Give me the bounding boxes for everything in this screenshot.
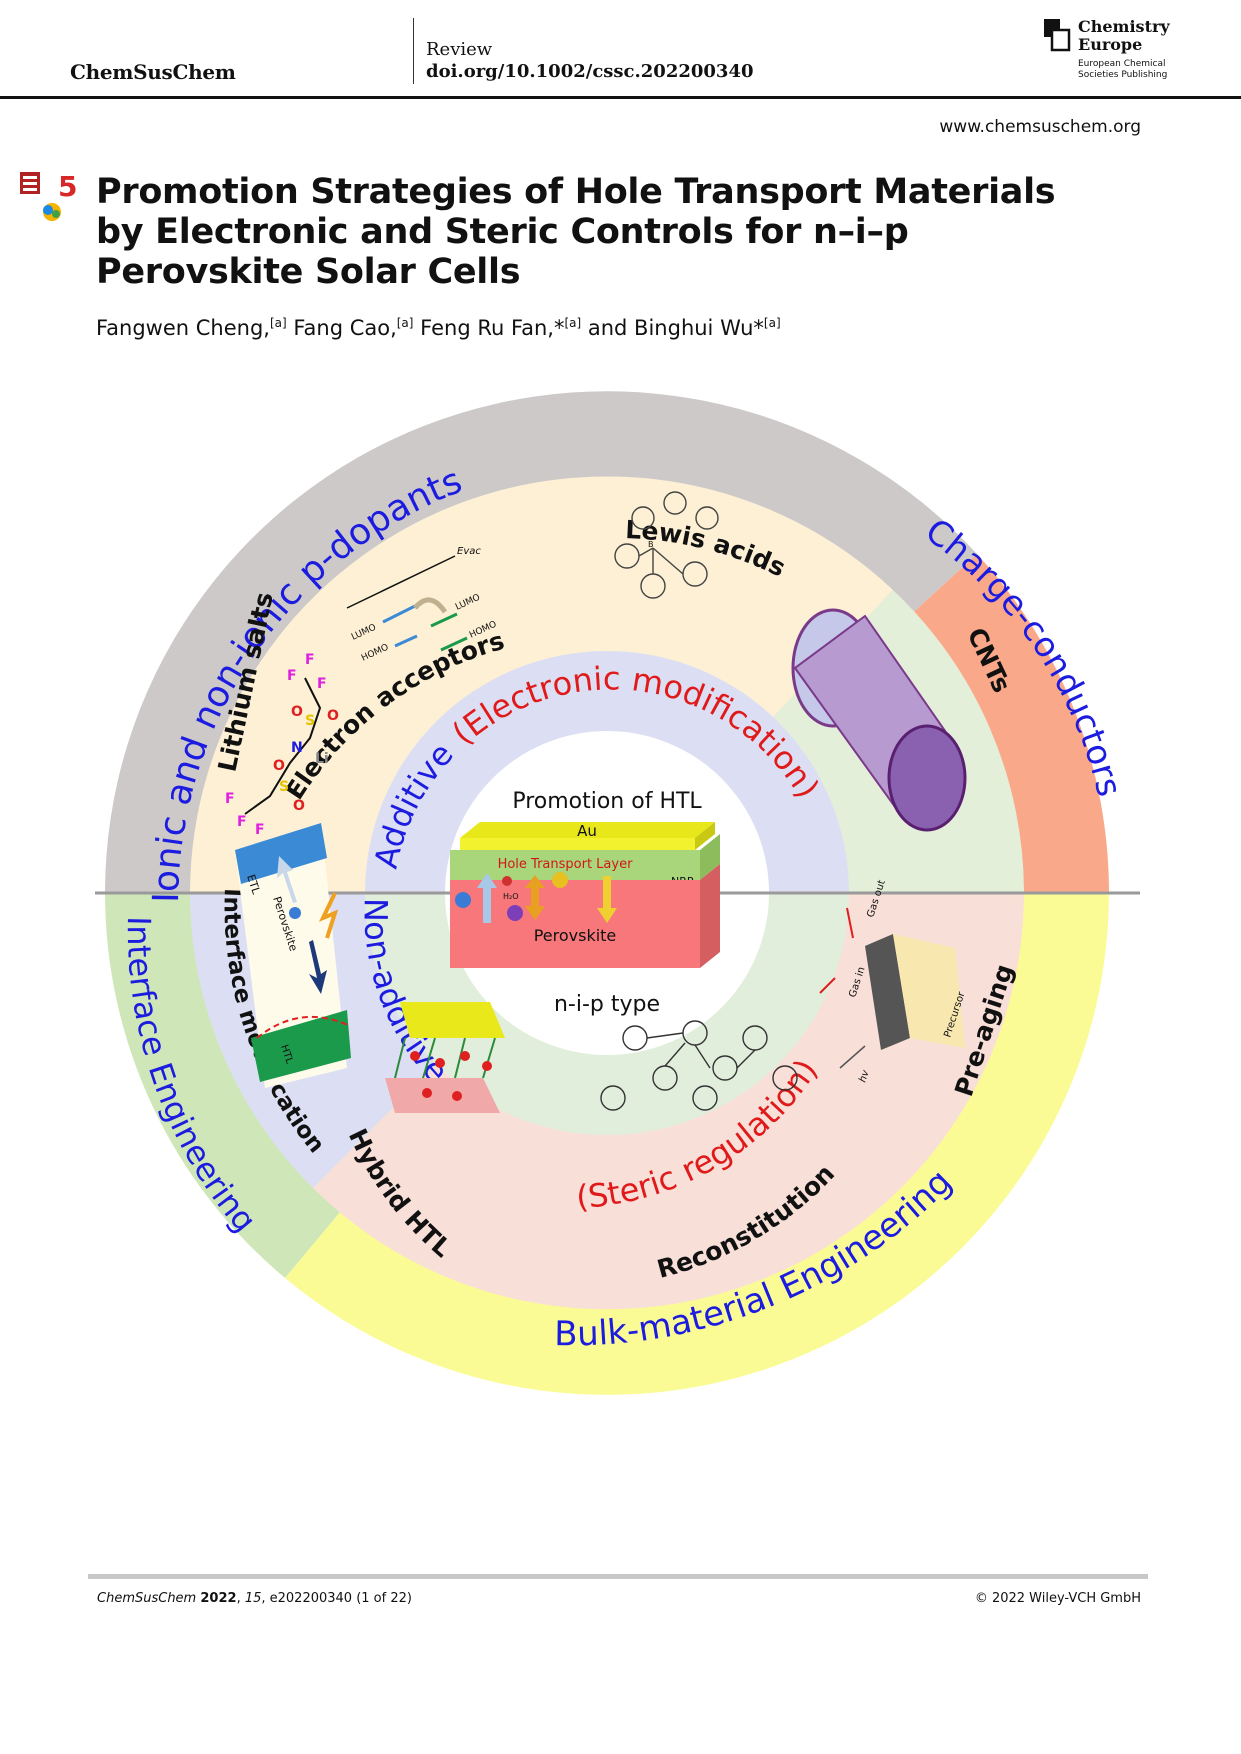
citation-year: 2022 bbox=[200, 1591, 237, 1606]
svg-text:F: F bbox=[305, 652, 315, 668]
journal-url[interactable]: www.chemsuschem.org bbox=[939, 117, 1141, 137]
evac-line bbox=[346, 555, 456, 609]
svg-text:O: O bbox=[273, 758, 285, 774]
hybrid-htl-illustration-icon bbox=[385, 1002, 505, 1113]
up-arrow-icon bbox=[477, 873, 497, 923]
lumo-line-green bbox=[430, 612, 458, 628]
svg-text:S: S bbox=[279, 779, 289, 795]
center-bottom-label: n-i-p type bbox=[554, 992, 660, 1017]
perovskite-layer bbox=[450, 880, 700, 968]
homo-line-green bbox=[440, 636, 468, 652]
author-name: Feng Ru Fan,* bbox=[420, 316, 565, 340]
publisher-subtitle-line2: Societies Publishing bbox=[1078, 70, 1168, 80]
footer-rule bbox=[88, 1574, 1148, 1579]
svg-text:O: O bbox=[291, 704, 303, 720]
hv-label: hv bbox=[857, 1068, 872, 1084]
spiro-molecule-icon bbox=[600, 1020, 798, 1111]
graphical-abstract-figure: Ionic and non-ionic p-dopants Charge-con… bbox=[95, 391, 1140, 1395]
perovskite-label: Perovskite bbox=[534, 926, 617, 945]
evac-label: Evac bbox=[457, 546, 481, 557]
au-layer-side bbox=[695, 822, 715, 850]
hole-icon bbox=[455, 892, 471, 908]
svg-text:S: S bbox=[305, 713, 315, 729]
h2o-label: H₂O bbox=[503, 892, 519, 901]
tfsi-structure-icon: F F F S O O N Li S O O F F F bbox=[225, 652, 339, 838]
article-type: Review bbox=[426, 39, 493, 60]
publisher-subtitle-line1: European Chemical bbox=[1078, 59, 1166, 69]
author-affiliation: [a] bbox=[564, 316, 582, 330]
boron-label: B bbox=[648, 540, 654, 549]
publisher-name-line1: Chemistry bbox=[1078, 17, 1170, 36]
header-rule bbox=[0, 96, 1241, 99]
au-layer-front bbox=[460, 838, 695, 850]
svg-text:5: 5 bbox=[58, 170, 77, 203]
citation-rest: , e202200340 (1 of 22) bbox=[261, 1591, 412, 1606]
svg-text:F: F bbox=[255, 822, 265, 838]
author-list: Fangwen Cheng,[a] Fang Cao,[a] Feng Ru F… bbox=[96, 316, 781, 340]
svg-text:Li: Li bbox=[315, 751, 329, 767]
article-title: Promotion Strategies of Hole Transport M… bbox=[96, 172, 1056, 292]
center-title: Promotion of HTL bbox=[512, 789, 702, 814]
down-arrow-icon bbox=[597, 876, 617, 923]
chemistry-europe-logo-icon bbox=[1044, 19, 1071, 52]
au-layer-top bbox=[460, 822, 715, 838]
htl-label: Hole Transport Layer bbox=[498, 857, 634, 872]
svg-text:F: F bbox=[287, 668, 297, 684]
publisher-name-line2: Europe bbox=[1078, 35, 1143, 54]
etl-label: ETL bbox=[244, 873, 263, 897]
interface-panel bbox=[235, 823, 351, 1088]
homo-line-blue bbox=[394, 634, 418, 648]
htl-layer bbox=[450, 850, 700, 880]
updown-arrow-icon bbox=[525, 875, 545, 920]
author-name: and Binghui Wu* bbox=[587, 316, 764, 340]
dopant-icon bbox=[552, 872, 568, 888]
citation-volume: 15 bbox=[244, 1591, 262, 1606]
lumo-line-blue bbox=[382, 604, 416, 624]
htl-layer-side bbox=[700, 834, 720, 880]
author-affiliation: [a] bbox=[269, 316, 287, 330]
doi-link[interactable]: doi.org/10.1002/cssc.202200340 bbox=[426, 61, 754, 82]
svg-text:O: O bbox=[293, 798, 305, 814]
svg-text:F: F bbox=[225, 791, 235, 807]
perovskite-layer-side bbox=[700, 864, 720, 968]
author-name: Fang Cao, bbox=[293, 316, 397, 340]
au-label: Au bbox=[577, 822, 597, 840]
anniversary-badge-icon: 5 bbox=[20, 170, 77, 221]
water-icon bbox=[502, 876, 512, 886]
svg-text:F: F bbox=[237, 814, 247, 830]
transfer-arrow-icon bbox=[413, 597, 448, 614]
citation: ChemSusChem 2022, 15, e202200340 (1 of 2… bbox=[97, 1591, 412, 1606]
svg-text:F: F bbox=[317, 676, 327, 692]
author-affiliation: [a] bbox=[396, 316, 414, 330]
citation-journal: ChemSusChem bbox=[97, 1591, 197, 1606]
iodide-icon bbox=[507, 905, 523, 921]
journal-name: ChemSusChem bbox=[70, 60, 236, 84]
lewis-acid-structure-icon bbox=[614, 491, 719, 599]
cnt-illustration-icon bbox=[791, 608, 967, 832]
preaging-illustration-icon bbox=[819, 907, 965, 1069]
copyright: © 2022 Wiley-VCH GmbH bbox=[974, 1591, 1141, 1606]
svg-text:N: N bbox=[291, 740, 303, 756]
header-divider bbox=[413, 18, 414, 84]
author-name: Fangwen Cheng, bbox=[96, 316, 270, 340]
author-affiliation: [a] bbox=[763, 316, 781, 330]
svg-text:O: O bbox=[327, 708, 339, 724]
